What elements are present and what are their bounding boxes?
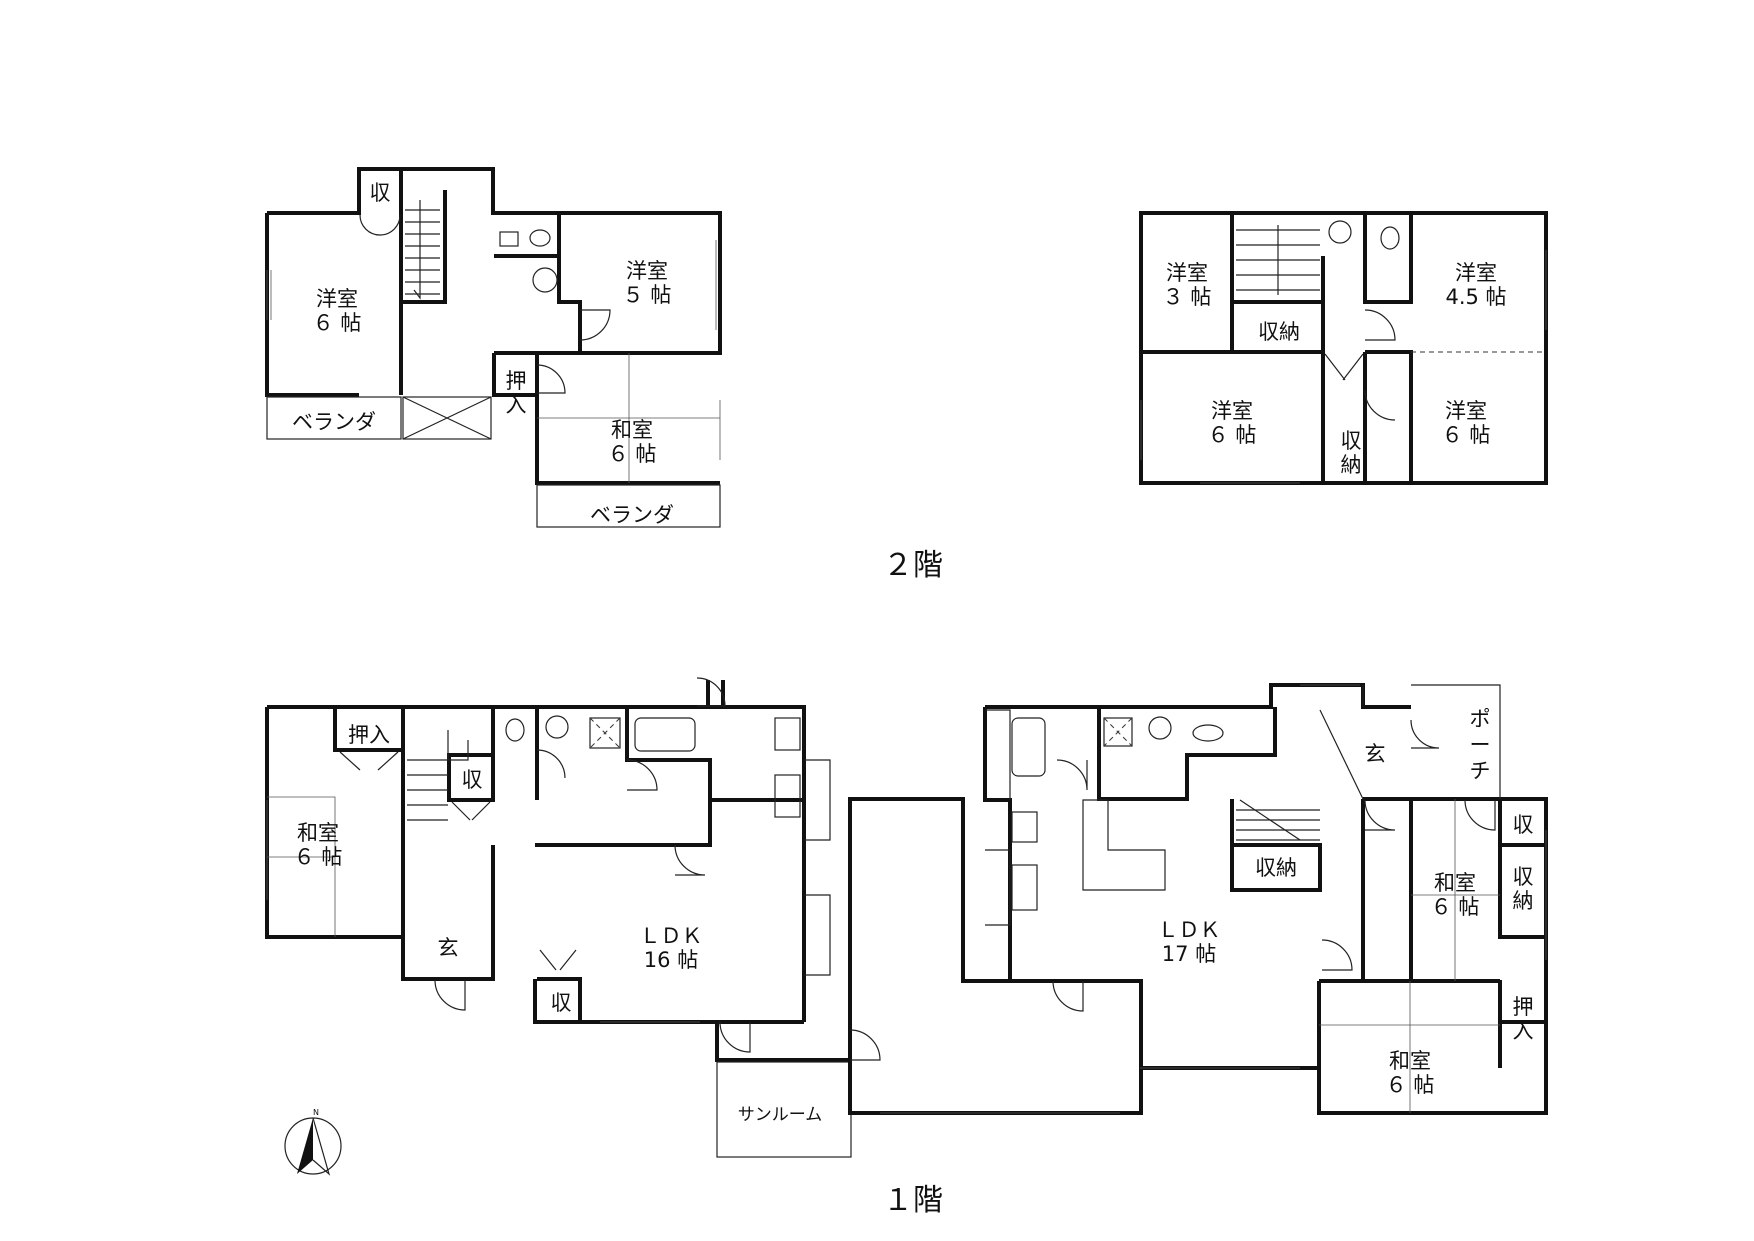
- room-label: 和室: [1389, 1049, 1431, 1073]
- room-label: 玄: [1365, 742, 1386, 766]
- room-label: 洋室: [1166, 261, 1208, 285]
- room-label: 洋室: [1211, 399, 1253, 423]
- room-label: ６ 帖: [1431, 895, 1480, 919]
- room-label: 押入: [348, 723, 390, 747]
- first-floor-unit-b: [983, 683, 1548, 1115]
- room-label: 押: [506, 369, 527, 393]
- room-label: 収: [462, 768, 483, 792]
- room-label: 入: [506, 393, 527, 417]
- compass: N: [284, 1108, 342, 1176]
- room-label: ６ 帖: [313, 311, 362, 335]
- room-label: ポ: [1470, 707, 1491, 731]
- room-label: 和室: [611, 418, 653, 442]
- second-floor-unit-a: [265, 167, 722, 528]
- room-label: ベランダ: [590, 503, 674, 527]
- room-label: 収納: [1255, 856, 1297, 880]
- room-label: サンルーム: [738, 1105, 823, 1125]
- room-label: ６ 帖: [1442, 423, 1491, 447]
- room-label: ー: [1470, 733, 1491, 757]
- room-label: 洋室: [1445, 399, 1487, 423]
- room-label: 収納: [1258, 320, 1300, 344]
- room-label: 収: [1341, 429, 1362, 453]
- room-label: 納: [1513, 889, 1534, 913]
- room-label: 4.5 帖: [1445, 285, 1506, 309]
- room-label: 入: [1513, 1019, 1534, 1043]
- room-label: 押: [1513, 995, 1534, 1019]
- room-label: ＬＤＫ: [640, 924, 703, 948]
- room-label: 17 帖: [1162, 942, 1216, 966]
- room-label: ３ 帖: [1163, 285, 1212, 309]
- room-label: 和室: [1434, 871, 1476, 895]
- room-label: 納: [1341, 453, 1362, 477]
- room-label: 洋室: [1455, 261, 1497, 285]
- first-floor-connector: [848, 797, 1143, 1115]
- room-label: 玄: [438, 936, 459, 960]
- floor-label-second: ２階: [883, 548, 943, 583]
- room-label: 収: [1513, 865, 1534, 889]
- room-label: ６ 帖: [1386, 1073, 1435, 1097]
- room-label: 和室: [297, 821, 339, 845]
- room-label: ベランダ: [292, 410, 376, 434]
- room-label: ６ 帖: [294, 845, 343, 869]
- room-label: チ: [1470, 759, 1491, 783]
- room-label: ５ 帖: [623, 283, 672, 307]
- compass-north-label: N: [313, 1108, 319, 1117]
- floor-label-first: １階: [883, 1183, 943, 1218]
- room-label: 洋室: [626, 259, 668, 283]
- room-label: 収: [370, 181, 391, 205]
- room-label: 収: [1513, 813, 1534, 837]
- room-label: ＬＤＫ: [1158, 918, 1221, 942]
- room-label: ６ 帖: [1208, 423, 1257, 447]
- room-label: 洋室: [316, 287, 358, 311]
- room-label: ６ 帖: [608, 442, 657, 466]
- room-label: 16 帖: [644, 948, 698, 972]
- room-label: 収: [551, 991, 572, 1015]
- second-floor-unit-b: [1139, 211, 1548, 485]
- first-floor-unit-a: [265, 677, 852, 1158]
